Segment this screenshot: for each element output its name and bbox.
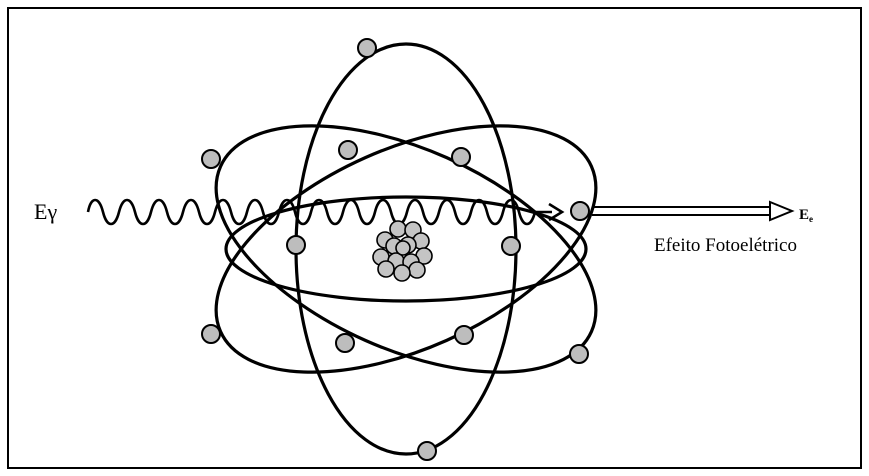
effect-name-label: Efeito Fotoelétrico bbox=[654, 235, 797, 256]
electron-arrowhead bbox=[770, 202, 792, 220]
electron bbox=[570, 345, 588, 363]
electron bbox=[455, 326, 473, 344]
electron bbox=[202, 150, 220, 168]
electron-arrow bbox=[592, 202, 792, 220]
electron bbox=[418, 442, 436, 460]
electron bbox=[358, 39, 376, 57]
ejected-electron bbox=[571, 202, 589, 220]
incoming-photon-label: Eγ bbox=[34, 199, 57, 224]
nucleon bbox=[390, 221, 406, 237]
electron bbox=[452, 148, 470, 166]
nucleon bbox=[378, 261, 394, 277]
nucleon bbox=[396, 241, 410, 255]
electron bbox=[202, 325, 220, 343]
electron bbox=[502, 237, 520, 255]
electron bbox=[339, 141, 357, 159]
energy-subscript: e bbox=[809, 214, 813, 224]
nucleon bbox=[409, 262, 425, 278]
electron bbox=[287, 236, 305, 254]
electron bbox=[336, 334, 354, 352]
ejected-electron-energy-label: Ee bbox=[799, 207, 813, 224]
nucleus bbox=[373, 221, 432, 281]
energy-symbol: E bbox=[799, 207, 809, 223]
nucleon bbox=[394, 265, 410, 281]
